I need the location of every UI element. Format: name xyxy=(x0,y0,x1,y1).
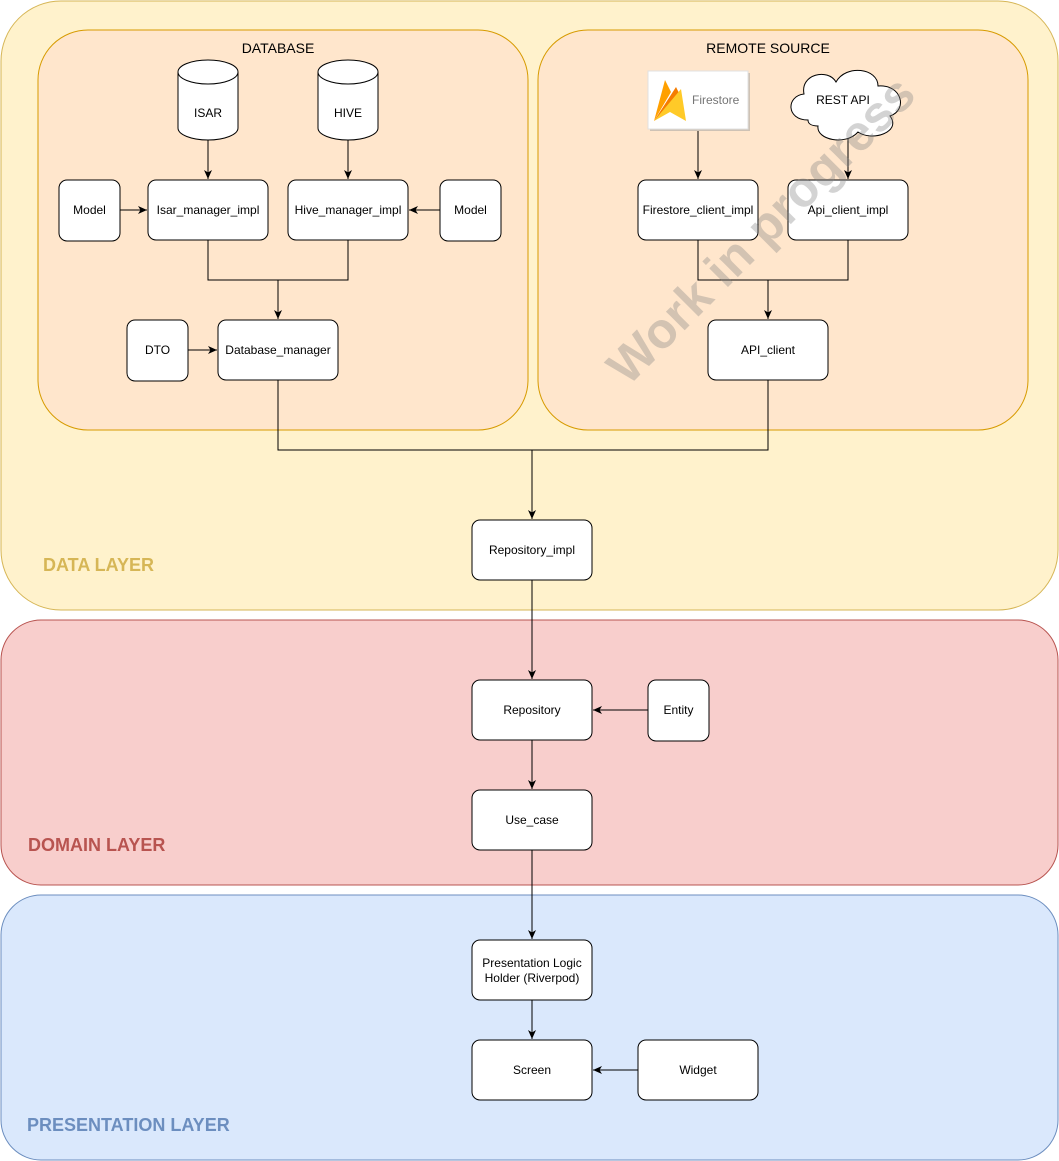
use-case-node: Use_case xyxy=(471,789,593,851)
use-case-label: Use_case xyxy=(505,813,559,827)
widget-node: Widget xyxy=(637,1039,759,1101)
rest-api-label: REST API xyxy=(816,93,870,107)
screen-label: Screen xyxy=(513,1063,551,1077)
firestore-client-impl-label: Firestore_client_impl xyxy=(643,203,754,217)
database-manager-label: Database_manager xyxy=(225,343,330,357)
edge-clients-merge xyxy=(697,240,849,281)
edge-sources-merge xyxy=(277,380,769,451)
model-left-label: Model xyxy=(73,203,106,217)
presentation-logic-label-line1: Presentation Logic xyxy=(482,956,581,970)
model-left-node: Model xyxy=(58,179,121,242)
domain-layer xyxy=(0,619,1059,886)
repository-node: Repository xyxy=(471,679,593,741)
firestore-logo: Firestore xyxy=(647,70,750,131)
data-layer-label: DATA LAYER xyxy=(43,555,154,575)
isar-label: ISAR xyxy=(194,106,222,120)
presentation-logic-label-line2: Holder (Riverpod) xyxy=(485,971,580,985)
isar-manager-impl-label: Isar_manager_impl xyxy=(157,203,260,217)
presentation-layer-label: PRESENTATION LAYER xyxy=(27,1115,230,1135)
rest-api-cloud: REST API xyxy=(790,69,901,141)
presentation-logic-holder-node: Presentation Logic Holder (Riverpod) xyxy=(471,939,593,1001)
hive-database-cylinder: HIVE xyxy=(317,59,379,141)
firebase-flame-icon xyxy=(654,80,686,121)
repository-label: Repository xyxy=(503,703,560,717)
entity-node: Entity xyxy=(647,679,710,742)
dto-label: DTO xyxy=(145,343,170,357)
model-right-label: Model xyxy=(454,203,487,217)
repository-impl-node: Repository_impl xyxy=(471,519,593,581)
dto-node: DTO xyxy=(126,319,189,382)
model-right-node: Model xyxy=(439,179,502,242)
isar-database-cylinder: ISAR xyxy=(177,59,239,141)
database-group-title: DATABASE xyxy=(242,40,315,56)
firestore-logo-text: Firestore xyxy=(692,93,740,107)
firestore-client-impl-node: Firestore_client_impl xyxy=(637,179,759,241)
connectors xyxy=(120,131,852,1074)
screen-node: Screen xyxy=(471,1039,593,1101)
api-client-impl-node: Api_client_impl xyxy=(787,179,909,241)
hive-label: HIVE xyxy=(334,106,362,120)
hive-manager-impl-node: Hive_manager_impl xyxy=(287,179,409,241)
api-client-node: API_client xyxy=(707,319,829,381)
repository-impl-label: Repository_impl xyxy=(489,543,575,557)
domain-layer-label: DOMAIN LAYER xyxy=(28,835,165,855)
hive-manager-impl-label: Hive_manager_impl xyxy=(295,203,402,217)
api-client-impl-label: Api_client_impl xyxy=(808,203,889,217)
widget-label: Widget xyxy=(679,1063,717,1077)
presentation-layer xyxy=(0,894,1059,1161)
database-manager-node: Database_manager xyxy=(217,319,339,381)
remote-group-title: REMOTE SOURCE xyxy=(706,40,830,56)
api-client-label: API_client xyxy=(741,343,796,357)
isar-manager-impl-node: Isar_manager_impl xyxy=(147,179,269,241)
entity-label: Entity xyxy=(663,703,693,717)
